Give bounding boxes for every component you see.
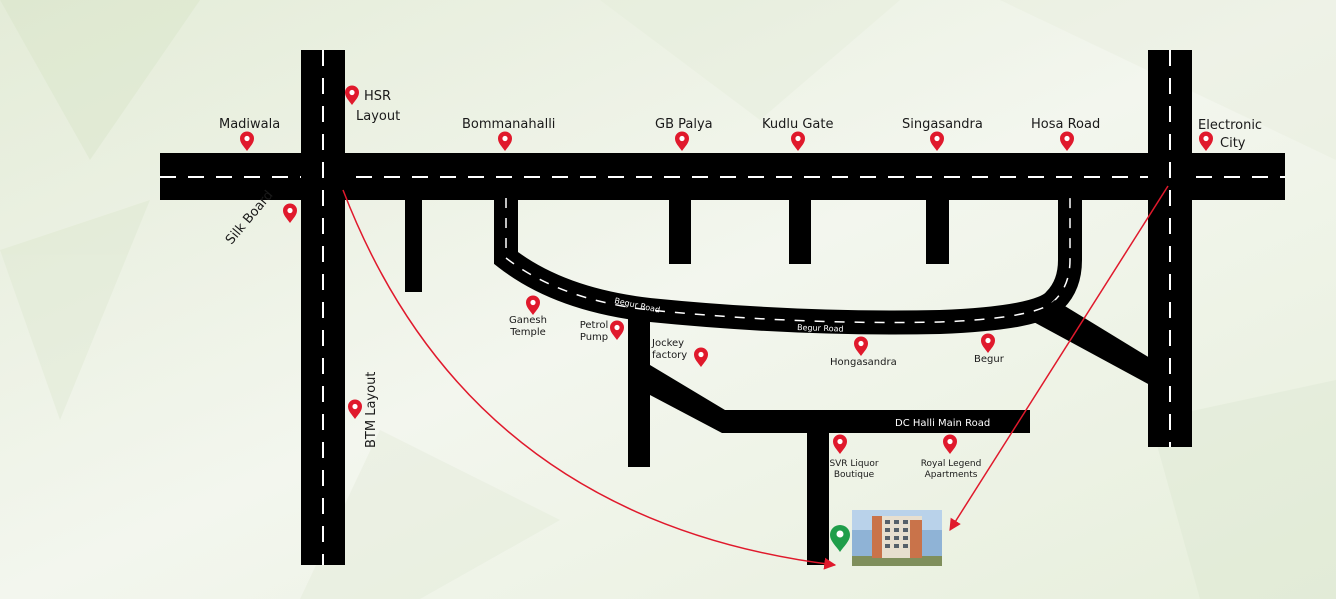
hsr-label-line2: Layout [356, 109, 401, 124]
svr-liquor-label-line1: SVR Liquor [829, 459, 879, 469]
destination-road [807, 430, 829, 565]
madiwala-label: Madiwala [219, 117, 281, 132]
royal-legend-label: Royal Legend Apartments [916, 459, 986, 481]
electronic-city-label: Electronic [1198, 118, 1263, 133]
road-stub-singasandra [926, 198, 949, 264]
petrol-pump-label: Petrol Pump [578, 320, 610, 344]
hosa-road-label: Hosa Road [1031, 117, 1101, 132]
gb-palya-label: GB Palya [655, 117, 713, 132]
svr-liquor-label: SVR Liquor Boutique [822, 459, 886, 481]
svr-liquor-label-line2: Boutique [833, 470, 875, 480]
royal-legend-label-line2: Apartments [924, 470, 978, 480]
route-arrow-from-silk-board [342, 189, 837, 570]
road-stub-1 [405, 198, 422, 292]
begur-road-center-line [505, 198, 1071, 324]
jockey-factory-label-line1: Jockey [652, 338, 685, 349]
begur-label: Begur [974, 354, 1004, 365]
jockey-factory-label: Jockey factory [652, 338, 692, 362]
royal-legend-label-line1: Royal Legend [920, 459, 982, 469]
ganesh-temple-label-line1: Ganesh [509, 315, 547, 326]
petrol-pump-road [628, 312, 650, 467]
ganesh-temple-label-line2: Temple [510, 327, 546, 338]
btm-layout-label: BTM Layout [364, 371, 379, 448]
dc-halli-main-road [650, 365, 1030, 433]
road-stub-gb-palya [669, 198, 691, 264]
singasandra-label: Singasandra [902, 117, 983, 132]
petrol-pump-label-line2: Pump [579, 332, 609, 343]
hongasandra-label: Hongasandra [830, 357, 897, 368]
dc-halli-road-label: DC Halli Main Road [895, 418, 990, 429]
begur-road-label-2: Begur Road [797, 323, 844, 334]
roads [160, 50, 1285, 565]
destination-location-pin-icon [830, 525, 850, 552]
bommanahalli-label: Bommanahalli [462, 117, 556, 132]
electronic-city-label-line2: City [1220, 136, 1246, 151]
kudlu-gate-label: Kudlu Gate [762, 117, 834, 132]
route-arrow-from-electronic-city [949, 185, 1169, 532]
jockey-factory-label-line2: factory [652, 350, 688, 361]
hsr-label: HSR [364, 89, 392, 104]
petrol-pump-label-line1: Petrol [579, 320, 609, 331]
road-stub-kudlu-gate [789, 198, 811, 264]
ganesh-temple-label: Ganesh Temple [506, 315, 550, 339]
begur-hosur-link-road [1030, 300, 1150, 385]
destination-building-image [852, 510, 942, 566]
